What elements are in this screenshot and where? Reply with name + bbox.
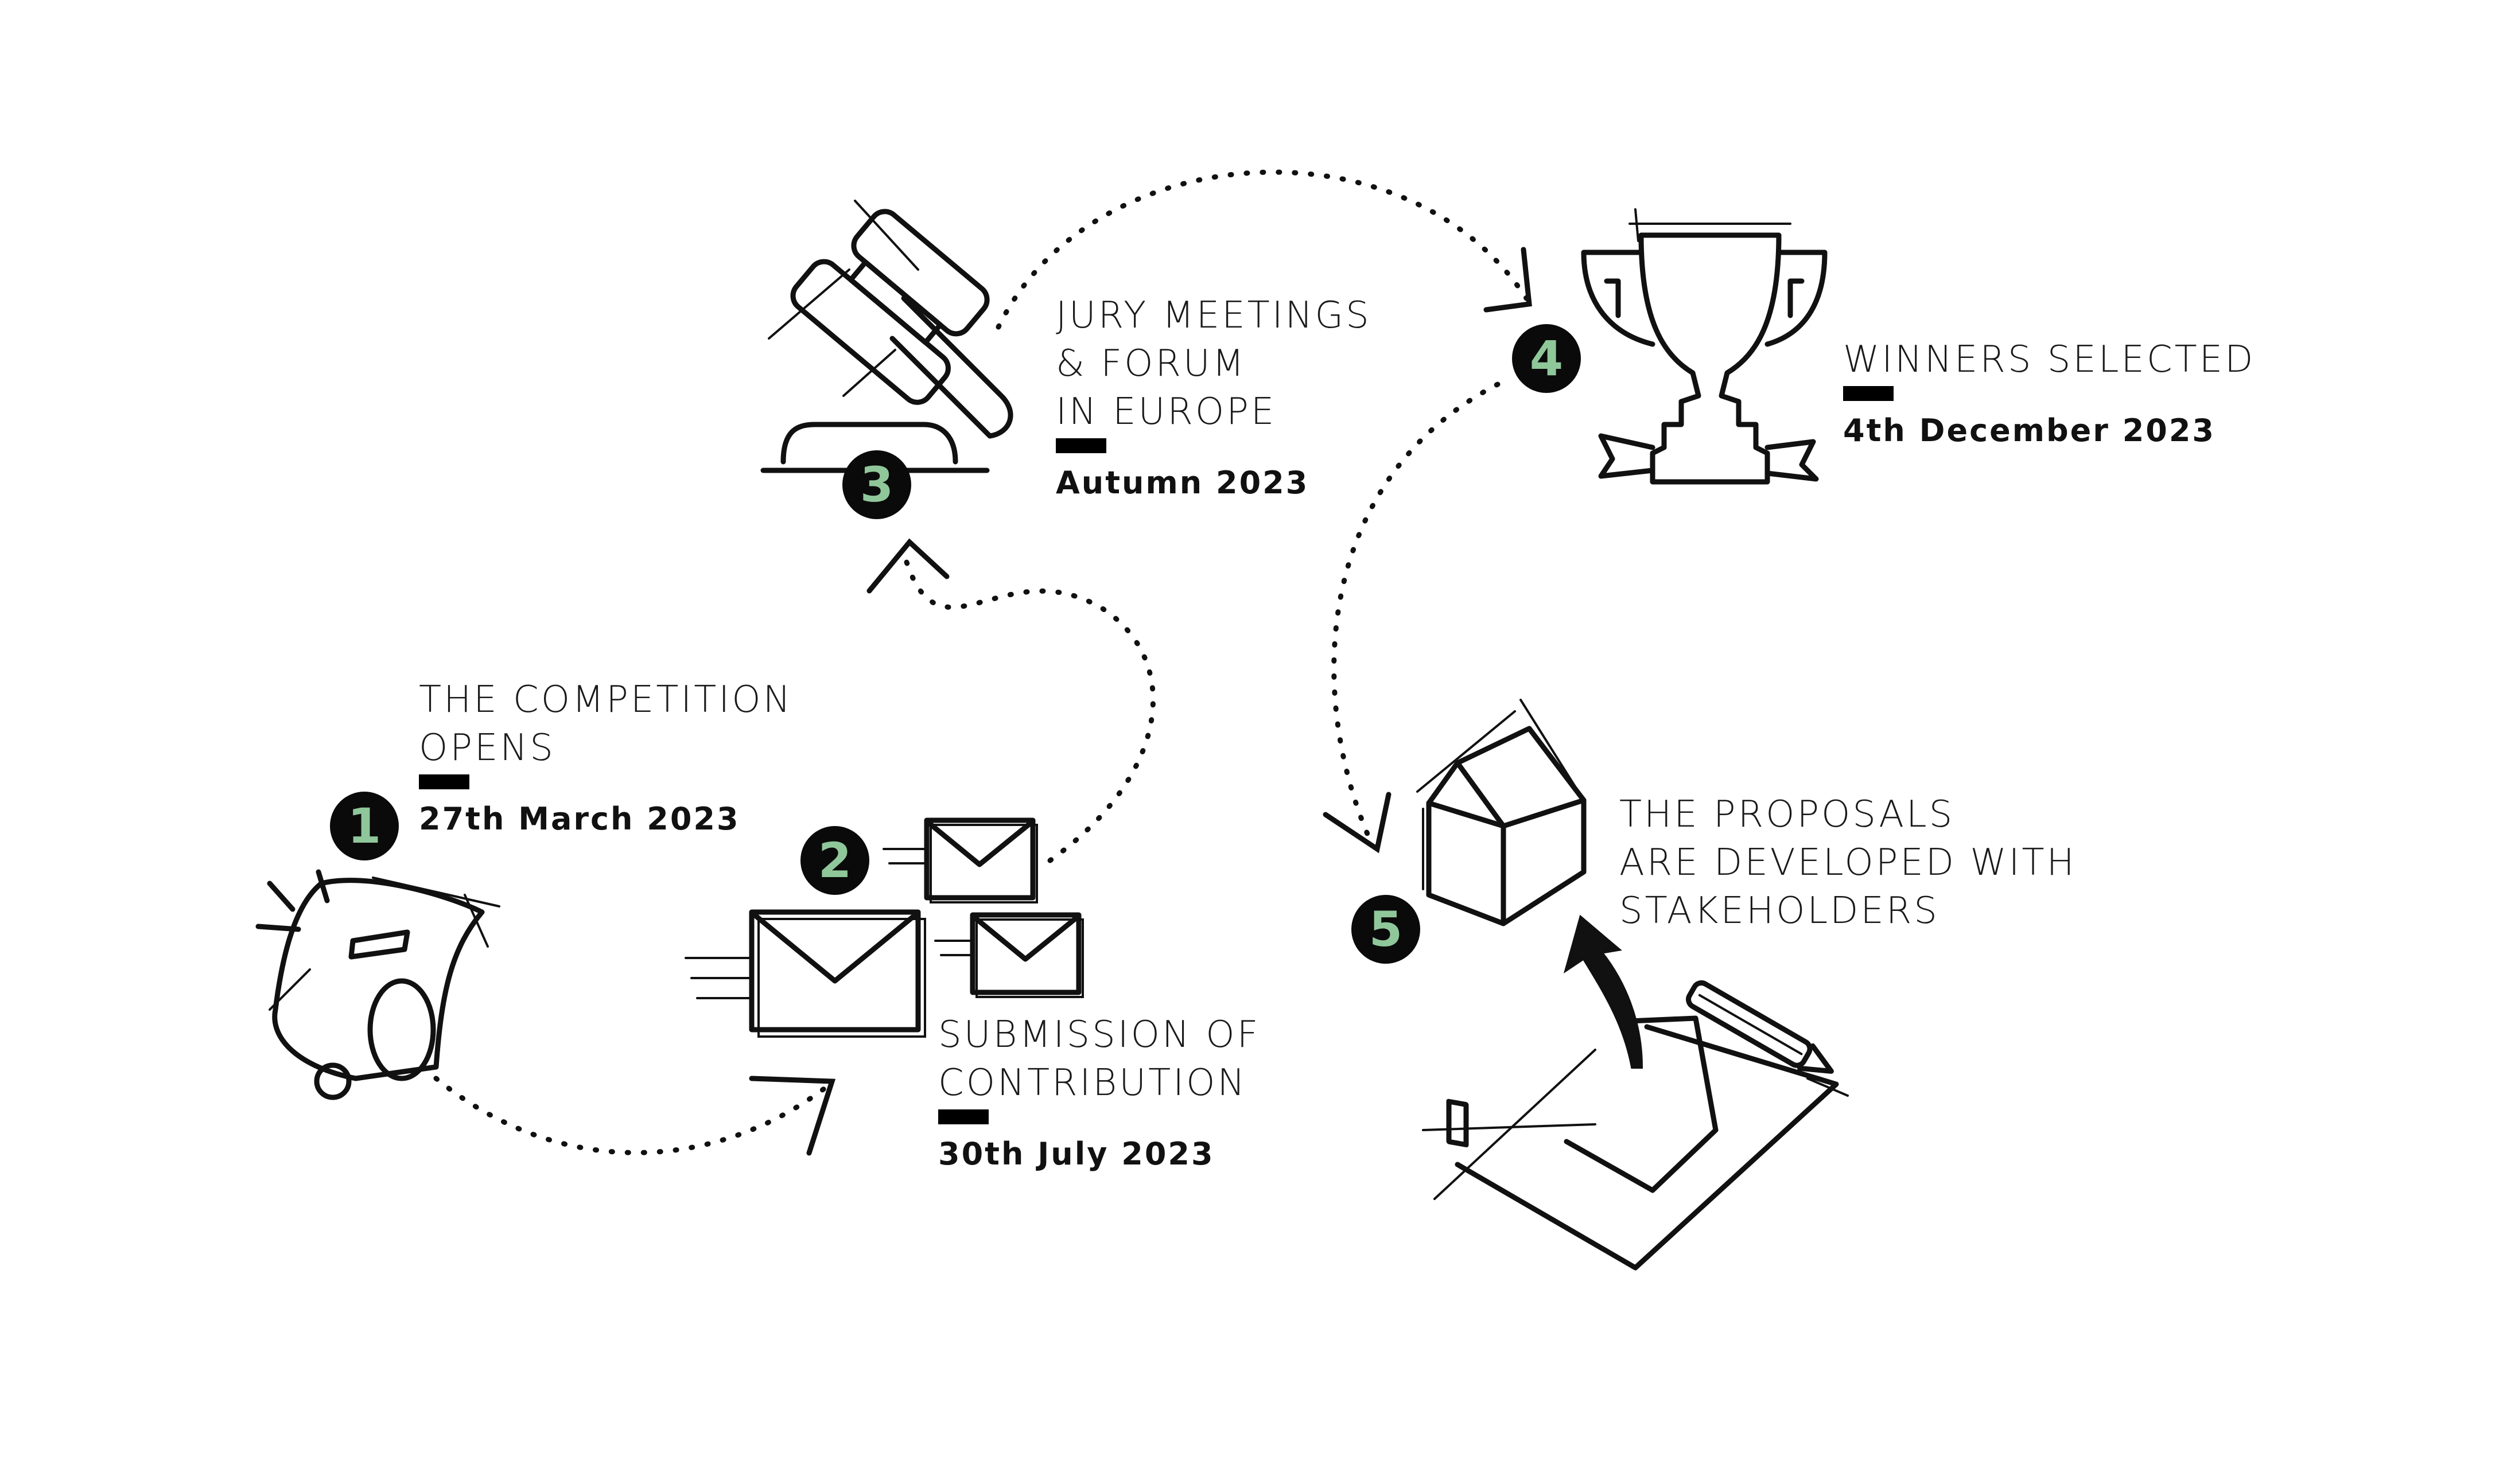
stage-2-number: 2: [818, 832, 852, 889]
stage-1-title-line: OPENS: [419, 727, 555, 769]
gavel-icon: [760, 200, 1013, 473]
stage-3-title-line: JURY MEETINGS: [1056, 294, 1371, 337]
stage-2-divider: [938, 1109, 989, 1124]
stage-3-title: JURY MEETINGS & FORUM IN EUROPE: [1056, 291, 1371, 436]
stage-1-title: THE COMPETITION OPENS: [419, 676, 793, 772]
stage-1-number: 1: [347, 798, 382, 854]
stage-5-badge: 5: [1351, 895, 1420, 964]
stage-3-title-line: & FORUM: [1056, 342, 1246, 385]
connector-2-to-3: [866, 538, 1156, 863]
stage-1-title-line: THE COMPETITION: [419, 679, 793, 721]
stage-3-text: JURY MEETINGS & FORUM IN EUROPE Autumn 2…: [1056, 291, 1371, 501]
stage-4-title: WINNERS SELECTED: [1843, 336, 2255, 384]
stage-3-divider: [1056, 438, 1106, 453]
stage-2-badge: 2: [800, 826, 869, 895]
trophy-icon: [1581, 208, 1828, 485]
stage-3-number: 3: [860, 457, 894, 513]
stage-2-title: SUBMISSION OF CONTRIBUTION: [938, 1011, 1260, 1107]
stage-5-title: THE PROPOSALS ARE DEVELOPED WITH STAKEHO…: [1619, 790, 2077, 935]
stage-2-date: 30th July 2023: [938, 1136, 1215, 1172]
stage-3-date: Autumn 2023: [1056, 465, 1309, 501]
connector-3-to-4: [996, 169, 1532, 330]
connector-1-to-2: [433, 1076, 836, 1156]
house-on-plan-icon: [1416, 699, 1849, 1271]
stage-1-divider: [419, 774, 469, 789]
stage-5-text: THE PROPOSALS ARE DEVELOPED WITH STAKEHO…: [1619, 790, 2077, 935]
envelopes-icon: [685, 817, 1084, 1038]
stage-2-title-line: CONTRIBUTION: [938, 1062, 1247, 1104]
stage-3-badge: 3: [842, 450, 911, 519]
stage-4-date: 4th December 2023: [1843, 412, 2216, 449]
stage-5-title-line: STAKEHOLDERS: [1619, 890, 1939, 932]
stage-1-text: THE COMPETITION OPENS 27th March 2023: [419, 676, 793, 838]
whistle-icon: [255, 869, 500, 1100]
stage-4-divider: [1843, 386, 1894, 401]
stage-5-title-line: THE PROPOSALS: [1619, 793, 1955, 836]
stage-1-date: 27th March 2023: [419, 801, 740, 837]
stage-3-title-line: IN EUROPE: [1056, 391, 1277, 433]
stage-4-title-line: WINNERS SELECTED: [1843, 338, 2256, 381]
stage-4-number: 4: [1529, 330, 1564, 387]
stage-5-number: 5: [1369, 901, 1403, 957]
stage-5-title-line: ARE DEVELOPED WITH: [1619, 842, 2077, 884]
stage-4-badge: 4: [1512, 324, 1581, 393]
stage-4-text: WINNERS SELECTED 4th December 2023: [1843, 336, 2255, 449]
stage-2-title-line: SUBMISSION OF: [938, 1014, 1261, 1056]
connector-4-to-5: [1323, 381, 1501, 854]
stage-1-badge: 1: [330, 792, 399, 860]
stage-2-text: SUBMISSION OF CONTRIBUTION 30th July 202…: [938, 1011, 1260, 1173]
